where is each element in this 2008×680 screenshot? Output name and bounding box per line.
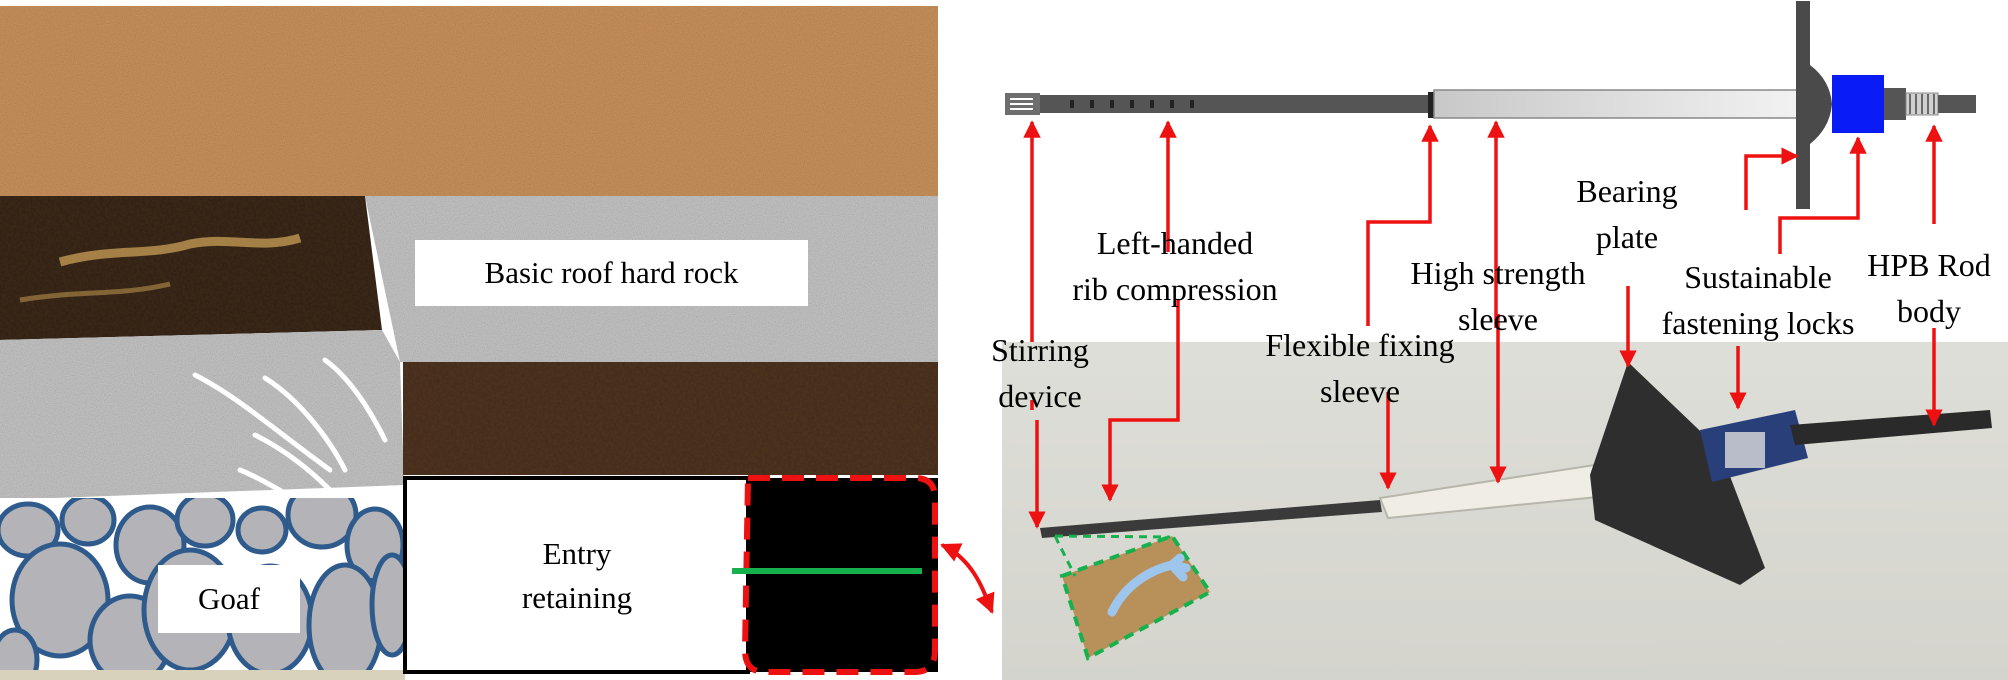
left-handed-rib-compression-label: Left-handed rib compression bbox=[1045, 220, 1305, 312]
bearing-plate-label: Bearing plate bbox=[1552, 168, 1702, 260]
bearing-plate-line1: Bearing bbox=[1552, 168, 1702, 214]
stirring-device-line2: device bbox=[975, 373, 1105, 419]
high-strength-sleeve-label: High strength sleeve bbox=[1398, 250, 1598, 342]
stirring-device-label: Stirring device bbox=[975, 327, 1105, 419]
bolt-photograph bbox=[1002, 342, 2008, 680]
flexible-fixing-line2: sleeve bbox=[1230, 368, 1490, 414]
goaf-label: Goaf bbox=[158, 565, 300, 633]
left-handed-line2: rib compression bbox=[1045, 266, 1305, 312]
fastening-locks-line1: Sustainable bbox=[1636, 254, 1880, 300]
entry-retaining-label: Entry retaining bbox=[470, 532, 684, 620]
hpb-rod-line2: body bbox=[1854, 288, 2004, 334]
sustainable-fastening-locks-label: Sustainable fastening locks bbox=[1636, 254, 1880, 346]
high-strength-line2: sleeve bbox=[1398, 296, 1598, 342]
hpb-rod-line1: HPB Rod bbox=[1854, 242, 2004, 288]
hpb-rod-body-label: HPB Rod body bbox=[1854, 242, 2004, 334]
immediate-roof-layer bbox=[403, 362, 938, 475]
left-handed-line1: Left-handed bbox=[1045, 220, 1305, 266]
coal-seam-layer bbox=[0, 196, 382, 340]
entry-retaining-line1: Entry bbox=[470, 532, 684, 576]
stirring-device-line1: Stirring bbox=[975, 327, 1105, 373]
fastening-locks-line2: fastening locks bbox=[1636, 300, 1880, 346]
bolt-highlight-region bbox=[732, 478, 992, 672]
anchor-bolt-drawing bbox=[1005, 1, 1976, 209]
overburden-layer bbox=[0, 6, 938, 196]
roof-rock-label: Basic roof hard rock bbox=[415, 240, 808, 306]
entry-retaining-line2: retaining bbox=[470, 576, 684, 620]
